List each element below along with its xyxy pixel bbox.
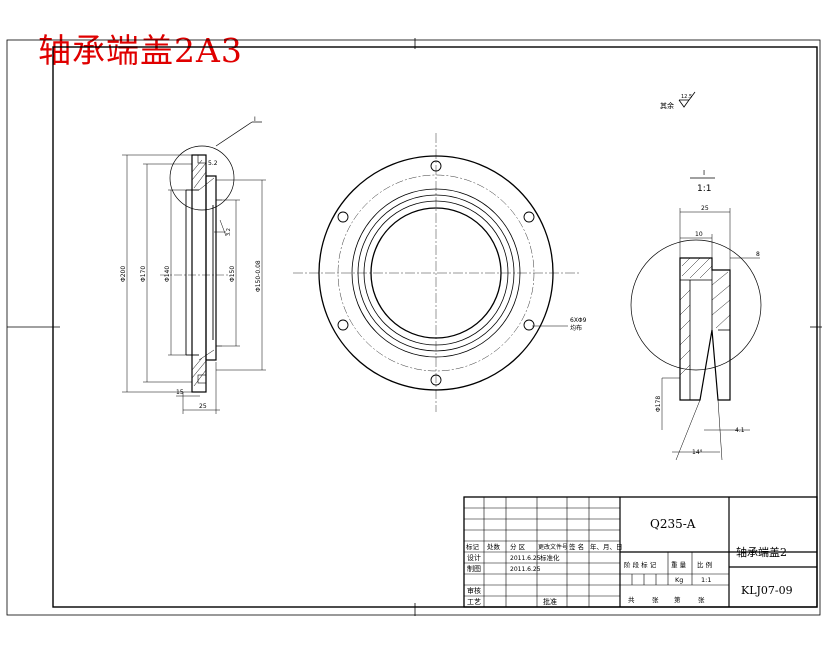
detail-dim-part: 10	[695, 231, 703, 238]
detail-boundary-circle	[630, 239, 762, 371]
dim-side: 3.2	[226, 228, 232, 236]
tb-weight-header: 重 量	[671, 561, 687, 569]
tb-col-mark: 标记	[466, 542, 480, 551]
title-block: 标记 处数 分 区 更改文件号 签 名 年、月、日 设计 2011.6.25 标…	[463, 496, 818, 608]
dim-bore-dia: Φ150	[229, 266, 236, 282]
tb-material: Q235-A	[650, 517, 696, 531]
dim-spigot: Φ150-0.08	[255, 260, 262, 292]
detail-view: I 1:1	[630, 169, 762, 461]
tb-weight: Kg	[675, 576, 683, 584]
hole-note-line2: 均布	[570, 324, 582, 332]
roughness-value: 12.5	[681, 94, 692, 100]
tb-design-date: 2011.6.25	[510, 555, 541, 562]
inner-border	[52, 46, 818, 608]
tb-row-process: 工艺	[467, 598, 481, 606]
sheet-frame	[6, 38, 822, 616]
tb-sheet-1: 张	[652, 595, 659, 604]
tb-row-check: 审核	[467, 586, 481, 595]
outer-border	[6, 39, 821, 616]
tb-col-count: 处数	[487, 542, 501, 551]
tb-standardization: 标准化	[540, 553, 560, 562]
tb-sheet-2: 张	[698, 595, 705, 604]
detail-dim-total: 25	[701, 205, 709, 212]
dim-bolt-circle: Φ170	[140, 266, 147, 282]
detail-dim-bottom: 4.1	[735, 427, 745, 434]
bolt-holes	[337, 160, 535, 386]
tb-row-design: 设计	[467, 553, 481, 562]
tb-col-change-doc: 更改文件号	[538, 543, 568, 551]
drawing-title: 轴承端盖2A3	[38, 31, 243, 70]
tb-part-name: 轴承端盖2	[736, 545, 787, 559]
detail-dim-right: 8	[756, 251, 760, 258]
detail-dim-angle: 14°	[692, 449, 703, 456]
detail-dim-dia: Φ178	[655, 396, 662, 412]
hole-note-line1: 6XΦ9	[570, 317, 587, 324]
tb-scale-header: 比 例	[697, 560, 712, 569]
tb-approve: 批准	[543, 597, 557, 606]
detail-callout-label: I	[254, 116, 256, 123]
tb-drawing-no: KLJ07-09	[741, 584, 793, 597]
roughness-note: 其余 12.5	[660, 91, 696, 110]
tb-stage-mark: 阶 段 标 记	[624, 560, 657, 569]
dim-small: 5.2	[208, 160, 218, 167]
tb-total: 共	[628, 595, 635, 604]
section-view: I	[120, 116, 266, 414]
front-view: 6XΦ9 均布	[293, 133, 587, 412]
tb-sheet-no: 第	[674, 595, 681, 604]
dim-width: 25	[199, 403, 207, 410]
tb-scale: 1:1	[701, 576, 711, 584]
dim-flange: 15	[176, 389, 184, 396]
detail-circle	[169, 145, 235, 211]
roughness-symbol-icon	[678, 91, 696, 108]
detail-label: I	[703, 169, 705, 177]
detail-scale: 1:1	[697, 184, 711, 194]
tb-draw-date: 2011.6.25	[510, 566, 541, 573]
tb-col-zone: 分 区	[510, 542, 526, 551]
dim-outer-dia: Φ200	[120, 266, 127, 282]
tb-row-draw: 制图	[467, 564, 481, 573]
roughness-label: 其余	[660, 101, 674, 110]
dim-inner-dia: Φ140	[164, 266, 171, 282]
tb-col-date: 年、月、日	[590, 542, 623, 551]
tb-col-sign: 签 名	[569, 542, 584, 551]
